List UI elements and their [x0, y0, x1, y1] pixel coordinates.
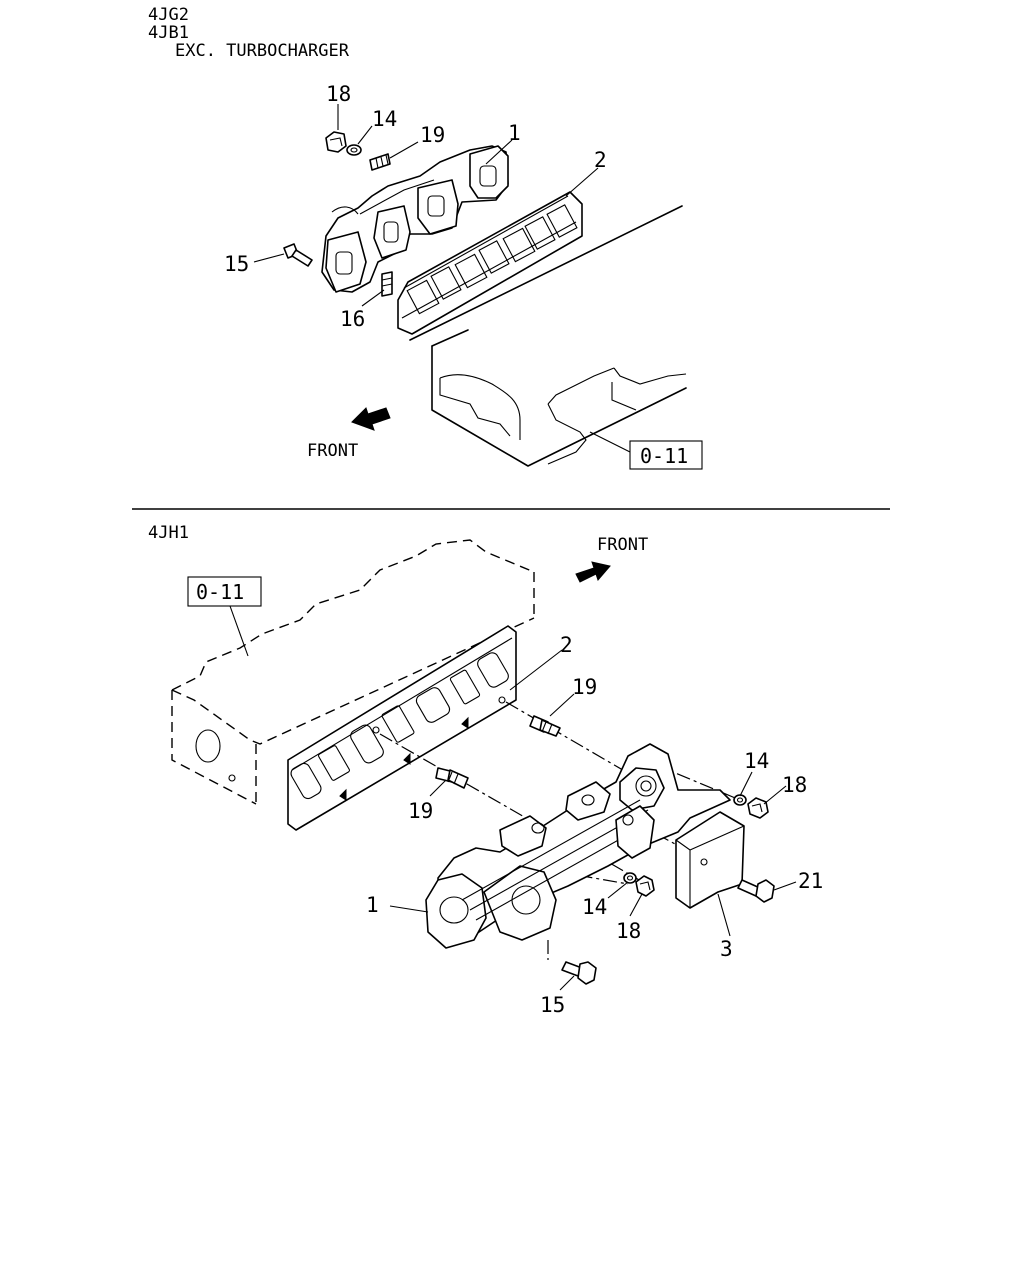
ref-label-top: 0-11: [640, 444, 688, 468]
gasket-bottom: [287, 625, 517, 831]
engine-code-4jb1: 4JB1: [148, 23, 189, 43]
exhaust-manifold-top: [321, 145, 509, 293]
callout-14-bottom-right: 14: [744, 749, 769, 773]
callout-14-bottom-mid: 14: [582, 895, 607, 919]
variant-label: EXC. TURBOCHARGER: [175, 41, 350, 61]
callout-15-bottom: 15: [540, 993, 565, 1017]
ref-box-top: [629, 440, 703, 470]
callout-18-top: 18: [326, 82, 351, 106]
callout-19-bottom-upper: 19: [572, 675, 597, 699]
callout-3-bottom: 3: [720, 937, 733, 961]
hex-nut-18-right: [747, 797, 769, 819]
washer-14-top: [346, 144, 362, 156]
callout-leaders-bottom: [389, 649, 797, 991]
exhaust-manifold-bottom: [425, 743, 731, 949]
bolt-15-bottom: [561, 961, 597, 985]
callout-leaders-top: [253, 104, 599, 307]
engine-code-4jg2: 4JG2: [148, 5, 189, 25]
stud-19-top: [369, 153, 391, 171]
hex-nut-18-top: [325, 131, 347, 153]
stud-19-bottom-lower: [435, 767, 469, 789]
washer-14-mid: [623, 872, 637, 884]
stud-19-bottom-upper: [529, 715, 561, 737]
front-arrow-left-icon: [351, 407, 391, 431]
callout-14-top: 14: [372, 107, 397, 131]
gasket-top: [397, 191, 583, 335]
washer-14-right: [733, 794, 747, 806]
callout-18-bottom-right: 18: [782, 773, 807, 797]
callout-19-top: 19: [420, 123, 445, 147]
front-arrow-right-icon: [575, 561, 611, 583]
engine-block-bottom: [171, 539, 535, 805]
callout-15-top: 15: [224, 252, 249, 276]
stud-16-top: [381, 271, 393, 297]
fasteners-top: [283, 131, 393, 297]
top-section: 4JG2 4JB1 EXC. TURBOCHARGER: [148, 5, 703, 470]
fasteners-bottom: [435, 715, 775, 985]
ref-label-bottom: 0-11: [196, 580, 244, 604]
callout-1-top: 1: [508, 121, 521, 145]
front-label-top: FRONT: [307, 441, 358, 461]
callout-18-bottom-mid: 18: [616, 919, 641, 943]
bolt-21-bottom: [737, 879, 775, 903]
callout-16-top: 16: [340, 307, 365, 331]
heat-shield-bottom: [675, 811, 745, 909]
engine-code-4jh1: 4JH1: [148, 523, 189, 543]
engine-block-top: [409, 205, 687, 467]
callout-2-bottom: 2: [560, 633, 573, 657]
callout-21-bottom: 21: [798, 869, 823, 893]
hex-nut-18-mid: [635, 875, 655, 897]
front-label-bottom: FRONT: [597, 535, 648, 555]
bolt-15-top: [283, 243, 313, 267]
bottom-section: 4JH1: [148, 523, 823, 1017]
ref-box-bottom: [187, 576, 262, 607]
callout-2-top: 2: [594, 148, 607, 172]
callout-19-bottom-lower: 19: [408, 799, 433, 823]
callout-1-bottom: 1: [366, 893, 379, 917]
